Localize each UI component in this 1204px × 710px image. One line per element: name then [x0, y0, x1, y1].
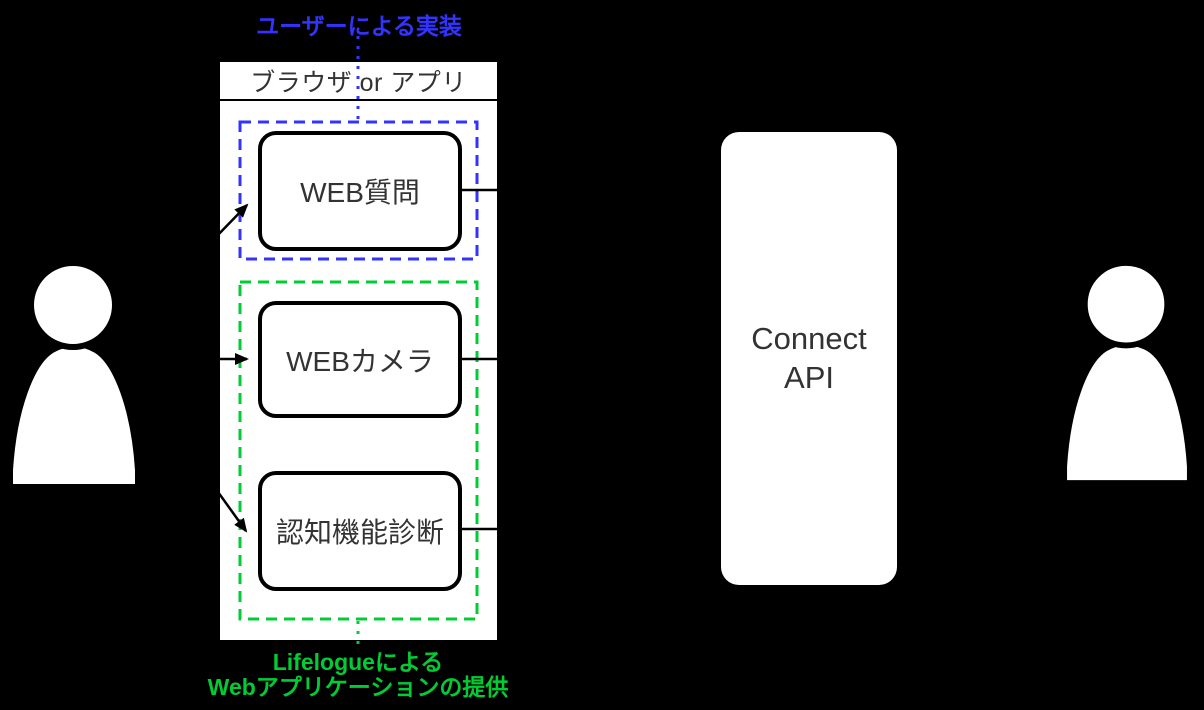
person-body: [7, 341, 141, 490]
node-web-camera: WEBカメラ: [258, 301, 462, 418]
lifelogue-label-line2: Webアプリケーションの提供: [207, 674, 509, 701]
person-body: [1061, 339, 1193, 486]
right-person-icon: [1061, 259, 1193, 486]
lifelogue-label: Lifelogueによる Webアプリケーションの提供: [176, 649, 540, 701]
left-person-icon: [7, 260, 141, 490]
node-label: 認知機能診断: [275, 517, 444, 548]
panel-title: ブラウザ or アプリ: [220, 62, 497, 101]
node-label: WEB質問: [300, 177, 420, 208]
node-cognitive-diagnosis: 認知機能診断: [258, 471, 462, 591]
connect-api-label-line2: API: [784, 359, 834, 395]
connect-api-node: Connect API: [721, 132, 897, 585]
connect-api-label-line1: Connect: [751, 320, 867, 356]
lifelogue-label-line1: Lifelogueによる: [272, 649, 444, 675]
user-impl-label: ユーザーによる実装: [256, 13, 462, 39]
person-head: [1081, 259, 1171, 349]
node-label: WEBカメラ: [286, 345, 434, 377]
node-web-questionnaire: WEB質問: [258, 131, 462, 251]
person-head: [28, 260, 118, 350]
